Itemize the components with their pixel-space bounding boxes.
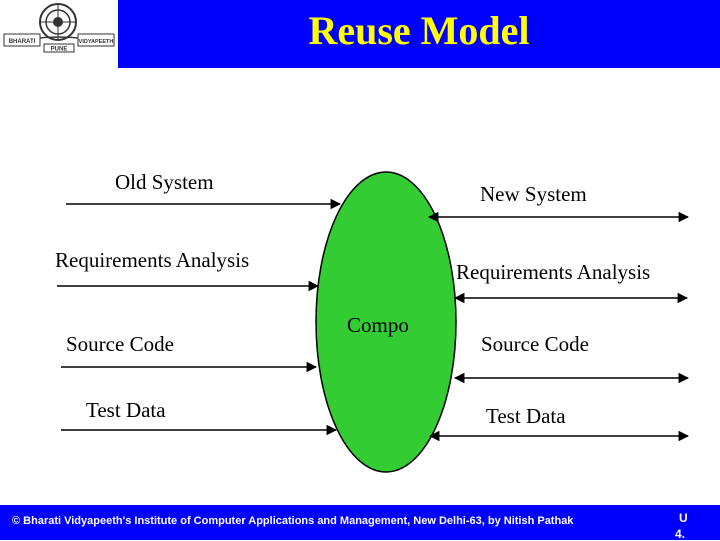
- footer-credit: © Bharati Vidyapeeth's Institute of Comp…: [12, 515, 574, 527]
- new-source-code-label: Source Code: [481, 332, 589, 356]
- new-requirements-label: Requirements Analysis: [456, 260, 651, 284]
- old-system-heading: Old System: [115, 170, 214, 194]
- component-ellipse: [315, 171, 457, 473]
- logo-text-right: VIDYAPEETH: [79, 39, 114, 45]
- footer-banner: © Bharati Vidyapeeth's Institute of Comp…: [0, 505, 720, 541]
- logo-text-bottom: PUNE: [51, 47, 68, 53]
- institute-logo-icon: BHARATI VIDYAPEETH PUNE: [3, 3, 115, 53]
- logo: BHARATI VIDYAPEETH PUNE: [0, 0, 118, 68]
- old-test-data-label: Test Data: [86, 398, 166, 422]
- page-title: Reuse Model: [308, 8, 530, 53]
- old-requirements-label: Requirements Analysis: [55, 248, 250, 272]
- component-label: Compo: [347, 313, 409, 337]
- new-test-data-label: Test Data: [486, 404, 566, 428]
- reuse-model-diagram: [57, 171, 690, 473]
- header-banner: BHARATI VIDYAPEETH PUNE Reuse Model: [0, 0, 720, 68]
- page-number-line2: 4.: [675, 527, 686, 541]
- new-system-heading: New System: [480, 182, 587, 206]
- page-number-line1: U: [679, 511, 688, 525]
- logo-text-left: BHARATI: [9, 39, 36, 45]
- old-source-code-label: Source Code: [66, 332, 174, 356]
